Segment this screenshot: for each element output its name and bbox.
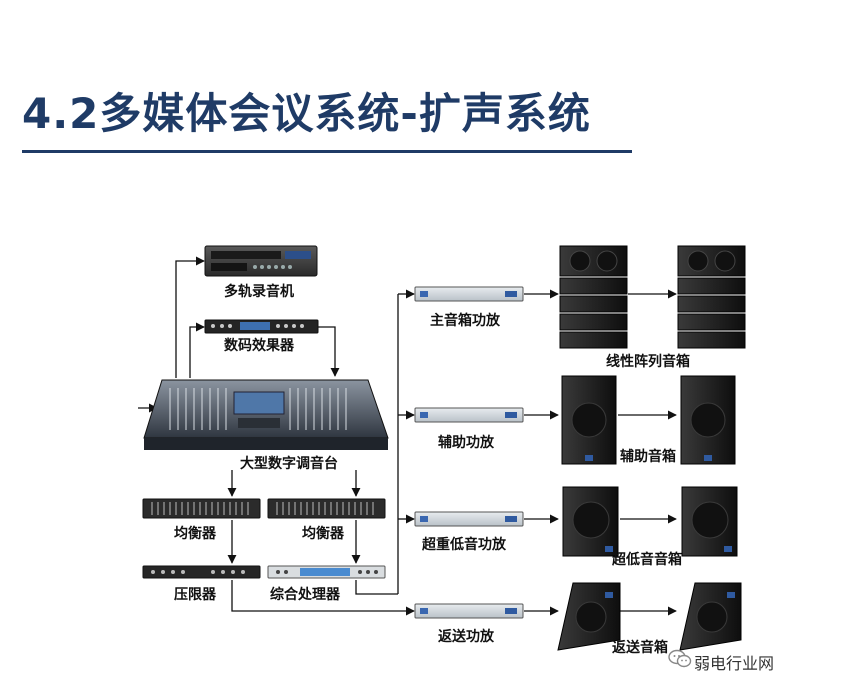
title-underline: [22, 150, 632, 153]
equalizer-right-device: [267, 498, 386, 519]
page-title: 4.2多媒体会议系统-扩声系统: [22, 89, 591, 138]
main-speaker-amplifier-device: [414, 286, 524, 302]
label-mixing-console: 大型数字调音台: [240, 456, 338, 472]
digital-mixing-console: [143, 379, 389, 450]
subwoofer-speaker-right: [681, 486, 738, 557]
equalizer-left-device: [142, 498, 261, 519]
limiter-device: [142, 565, 261, 579]
subwoofer-amplifier-device: [414, 511, 524, 527]
return-speaker-right: [679, 582, 742, 651]
label-auxiliary-amplifier: 辅助功放: [438, 435, 494, 451]
label-processor: 综合处理器: [270, 587, 340, 603]
wechat-icon: [668, 649, 692, 668]
label-digital-effects: 数码效果器: [224, 338, 294, 354]
label-main-amplifier: 主音箱功放: [430, 313, 500, 329]
label-subwoofer-amplifier: 超重低音功放: [422, 537, 506, 553]
connection-lines: [138, 256, 677, 616]
label-auxiliary-speaker: 辅助音箱: [620, 449, 676, 465]
return-speaker-left: [557, 582, 621, 651]
label-return-amplifier: 返送功放: [438, 629, 494, 645]
integrated-processor-device: [267, 565, 386, 579]
line-array-speaker-right: [677, 245, 746, 349]
auxiliary-speaker-right: [680, 375, 736, 465]
label-equalizer-left: 均衡器: [174, 526, 216, 542]
label-return-speaker: 返送音箱: [612, 640, 668, 656]
label-equalizer-right: 均衡器: [302, 526, 344, 542]
watermark-text: 弱电行业网: [694, 654, 775, 673]
line-array-speaker-left: [559, 245, 628, 349]
auxiliary-speaker-left: [561, 375, 617, 465]
return-amplifier-device: [414, 603, 524, 619]
auxiliary-amplifier-device: [414, 407, 524, 423]
label-limiter: 压限器: [174, 587, 216, 603]
label-line-array-speaker: 线性阵列音箱: [606, 354, 690, 370]
digital-effects-device: [204, 319, 319, 334]
subwoofer-speaker-left: [562, 486, 619, 557]
label-multitrack-recorder: 多轨录音机: [224, 284, 294, 300]
multitrack-recorder-device: [204, 245, 318, 277]
label-subwoofer-speaker: 超低音音箱: [612, 552, 682, 568]
